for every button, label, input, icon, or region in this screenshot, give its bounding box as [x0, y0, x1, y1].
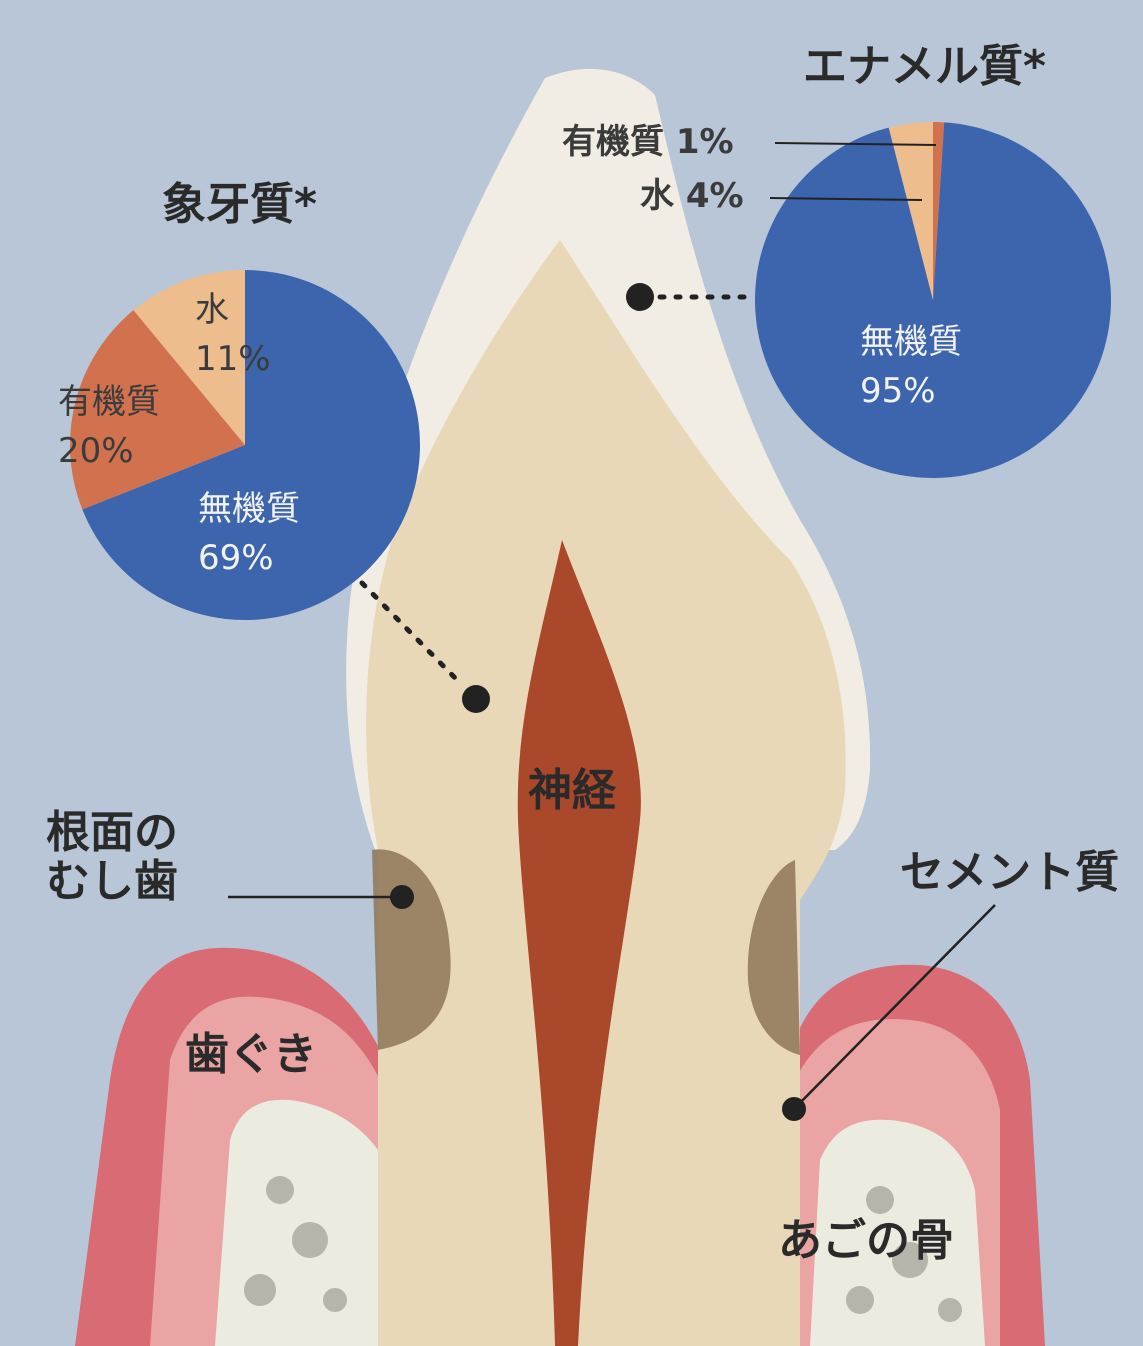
enamel-title: エナメル質*	[803, 41, 1047, 92]
dentin-pie-chart	[70, 270, 420, 620]
pie-slice-4	[888, 122, 933, 300]
root-caries-dot	[390, 885, 414, 909]
pie-slice-69	[82, 270, 420, 620]
root-caries-right	[747, 860, 800, 1055]
dentin-pointer-dot	[462, 685, 490, 713]
cementum-label: セメント質	[900, 847, 1120, 898]
pie-slice-20	[70, 310, 246, 510]
jawbone-label: あごの骨	[778, 1215, 954, 1266]
pie-slice-95	[754, 122, 1112, 478]
dentin-pointer-line	[359, 580, 463, 686]
gum-label: 歯ぐき	[185, 1029, 317, 1080]
left-jawbone	[215, 1099, 380, 1346]
enamel-water-line	[769, 197, 923, 201]
cementum-line	[793, 904, 996, 1110]
pulp-nerve	[517, 540, 641, 1346]
root-caries-label: 根面のむし歯	[46, 807, 178, 908]
dentin-title: 象牙質*	[162, 179, 318, 230]
enamel-pie-chart	[754, 122, 1112, 478]
enamel-water-label: 水 4%	[640, 176, 744, 216]
enamel-organic-line	[774, 142, 937, 146]
enamel-pointer-dot	[626, 283, 654, 311]
enamel-organic-label: 有機質 1%	[562, 122, 734, 162]
pie-slice-1	[933, 122, 945, 300]
pie-slice-11	[133, 270, 245, 445]
nerve-label: 神経	[528, 765, 616, 816]
